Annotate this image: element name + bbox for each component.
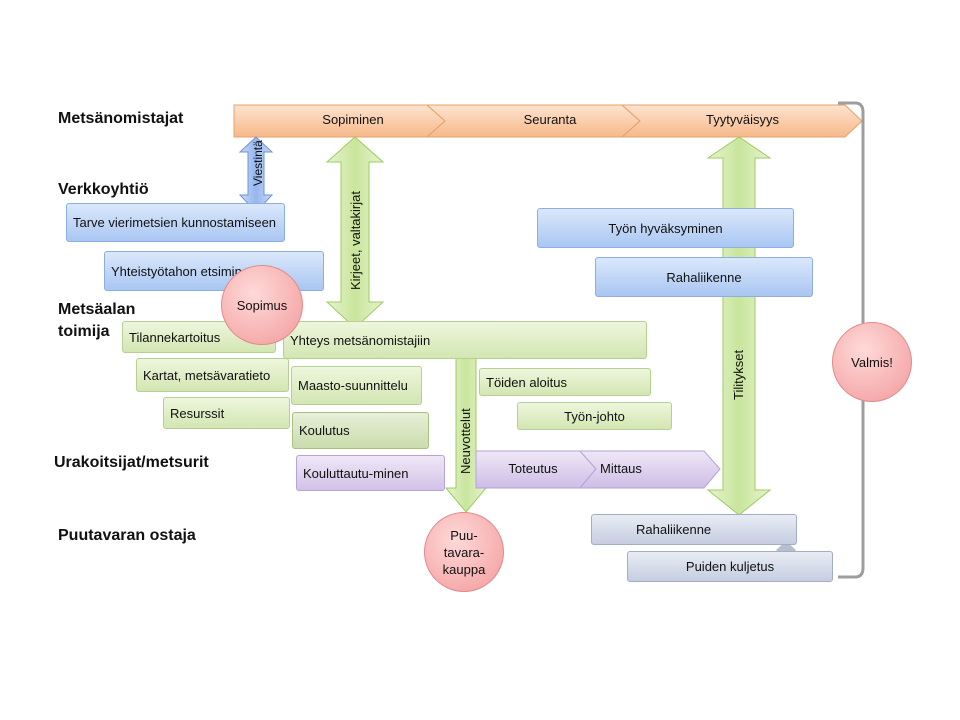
row-label-forest-actor-1: Metsäalan: [58, 301, 136, 318]
box-terrain: Maasto-suunnittelu: [291, 366, 422, 405]
box-maps: Kartat, metsävaratieto: [136, 358, 289, 392]
box-transport: Puiden kuljetus: [627, 551, 833, 582]
row-label-buyer: Puutavaran ostaja: [58, 527, 196, 544]
chevron-satisfaction: [620, 104, 863, 138]
circle-agreement: Sopimus: [221, 265, 303, 345]
box-resources: Resurssit: [163, 397, 290, 429]
chevron-label-measurement: Mittaus: [600, 461, 642, 476]
row-label-contractors: Urakoitsijat/metsurit: [54, 454, 209, 471]
row-label-forest-actor-2: toimija: [58, 323, 110, 340]
chevron-label-implementation: Toteutus: [508, 461, 558, 476]
box-contact: Yhteys metsänomistajiin: [283, 321, 647, 359]
box-payments-bottom: Rahaliikenne: [591, 514, 797, 545]
box-work-lead: Työn-johto: [517, 402, 672, 430]
settlements-arrow: [706, 136, 772, 516]
arrow-label-negotiations: Neuvottelut: [458, 408, 473, 474]
circle-timber-sale: Puu-tavara-kauppa: [424, 512, 504, 592]
arrow-label-communication: Viestintä: [251, 140, 265, 186]
circle-done: Valmis!: [832, 322, 912, 402]
box-training: Koulutus: [292, 412, 429, 449]
chevron-label-agreeing: Sopiminen: [322, 112, 384, 127]
box-need: Tarve vierimetsien kunnostamiseen: [66, 203, 285, 242]
chevron-label-monitoring: Seuranta: [523, 112, 577, 127]
chevron-label-satisfaction: Tyytyväisyys: [706, 112, 779, 127]
arrow-label-settlements: Tilitykset: [731, 349, 746, 400]
arrow-label-letters: Kirjeet, valtakirjat: [348, 191, 363, 290]
box-approval: Työn hyväksyminen: [537, 208, 794, 248]
chevron-measurement: [578, 450, 721, 489]
row-label-network: Verkkoyhtiö: [58, 181, 149, 198]
box-payments-top: Rahaliikenne: [595, 257, 813, 297]
box-work-start: Töiden aloitus: [479, 368, 651, 396]
row-label-owners: Metsänomistajat: [58, 110, 184, 127]
box-training-self: Kouluttautu-minen: [296, 455, 445, 491]
